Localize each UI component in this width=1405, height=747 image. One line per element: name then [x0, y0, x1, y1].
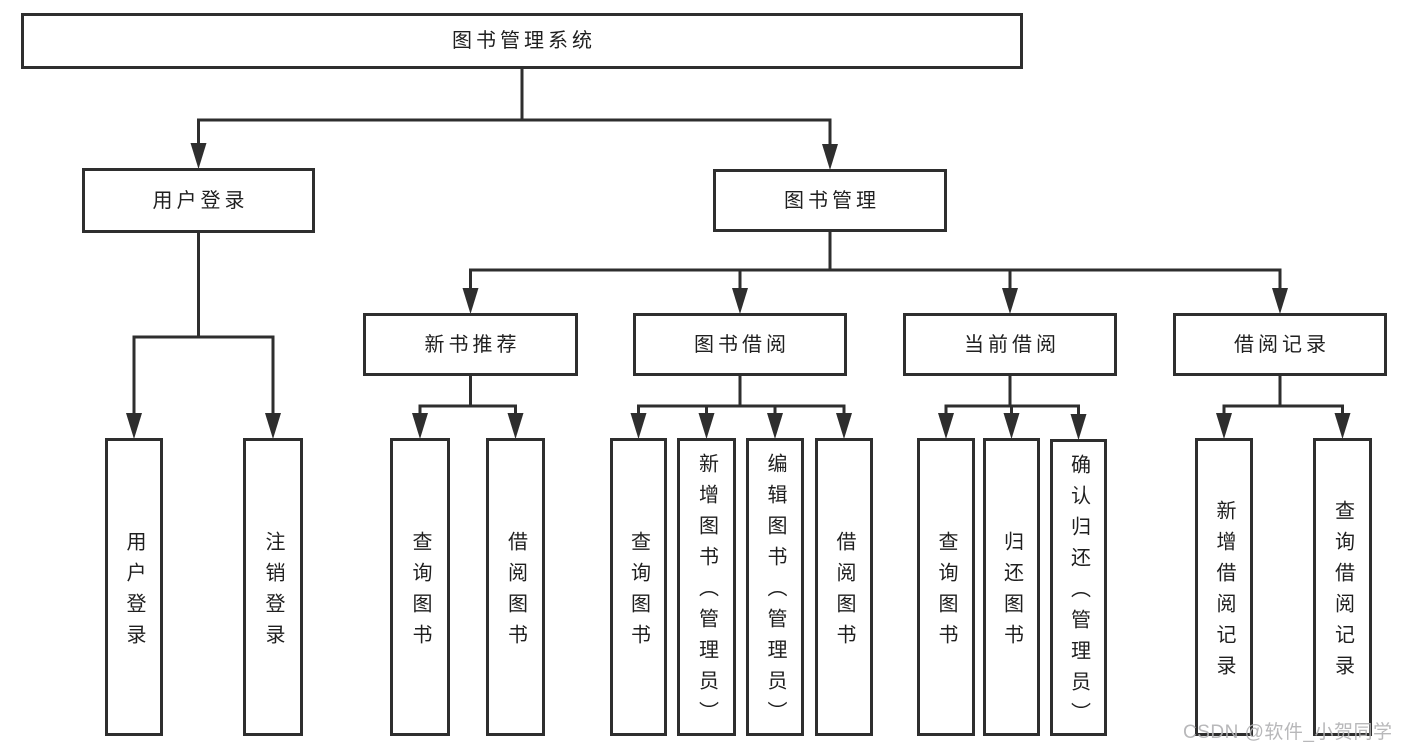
node-label: 用户登录	[152, 189, 249, 212]
node-query-books-3: 查询图书	[917, 438, 975, 736]
node-query-books-2: 查询图书	[610, 438, 667, 736]
node-query-books-1: 查询图书	[390, 438, 450, 736]
node-label: 借阅记录	[1234, 333, 1330, 356]
node-label: 新增借阅记录	[1213, 499, 1235, 686]
node-book-borrowing: 图书借阅	[633, 313, 847, 376]
node-user-login: 用户登录	[82, 168, 315, 233]
node-borrowing-records: 借阅记录	[1173, 313, 1387, 376]
node-borrow-books-2: 借阅图书	[815, 438, 873, 736]
node-book-management: 图书管理	[713, 169, 947, 232]
node-confirm-return-admin: 确认归还（管理员）	[1050, 439, 1107, 736]
arrowhead-down-icon	[1216, 413, 1232, 439]
node-label: 用户登录	[123, 530, 145, 655]
node-edit-books-admin: 编辑图书（管理员）	[746, 438, 804, 736]
node-label: 当前借阅	[964, 333, 1060, 356]
node-library-management-system: 图书管理系统	[21, 13, 1023, 69]
arrowhead-down-icon	[938, 413, 954, 439]
node-label: 查询图书	[935, 530, 957, 655]
node-label: 确认归还（管理员）	[1067, 453, 1090, 733]
arrowhead-down-icon	[462, 288, 479, 314]
csdn-watermark: CSDN @软件_小贺同学	[1183, 722, 1393, 743]
node-add-borrow-record: 新增借阅记录	[1195, 438, 1253, 736]
node-new-book-recommendation: 新书推荐	[363, 313, 578, 376]
node-label: 注销登录	[262, 530, 284, 655]
node-label: 新书推荐	[424, 333, 521, 356]
arrowhead-down-icon	[507, 413, 524, 439]
node-return-books: 归还图书	[983, 438, 1040, 736]
node-logout: 注销登录	[243, 438, 303, 736]
arrowhead-down-icon	[630, 413, 647, 439]
node-current-borrowing: 当前借阅	[903, 313, 1117, 376]
arrowhead-down-icon	[412, 413, 428, 439]
node-user-login-leaf: 用户登录	[105, 438, 163, 736]
arrowhead-down-icon	[1070, 414, 1087, 440]
node-label: 图书管理系统	[452, 30, 596, 52]
node-label: 图书管理	[784, 189, 880, 212]
node-query-borrow-record: 查询借阅记录	[1313, 438, 1372, 736]
node-label: 图书借阅	[694, 333, 790, 356]
arrowhead-down-icon	[836, 413, 852, 439]
node-borrow-books-1: 借阅图书	[486, 438, 545, 736]
arrowhead-down-icon	[126, 413, 142, 439]
arrowhead-down-icon	[190, 143, 207, 169]
arrowhead-down-icon	[1334, 413, 1351, 439]
node-add-books-admin: 新增图书（管理员）	[677, 438, 736, 736]
arrowhead-down-icon	[767, 413, 783, 439]
node-label: 查询图书	[627, 530, 650, 655]
node-label: 归还图书	[1000, 530, 1023, 655]
arrowhead-down-icon	[1272, 288, 1288, 314]
arrowhead-down-icon	[1003, 413, 1020, 439]
node-label: 新增图书（管理员）	[695, 453, 718, 732]
node-label: 编辑图书（管理员）	[764, 453, 786, 732]
node-label: 查询图书	[409, 530, 431, 655]
arrowhead-down-icon	[732, 288, 748, 314]
node-label: 查询借阅记录	[1331, 499, 1354, 686]
arrowhead-down-icon	[698, 413, 715, 439]
arrowhead-down-icon	[1002, 288, 1018, 314]
node-label: 借阅图书	[504, 530, 527, 655]
arrowhead-down-icon	[822, 144, 838, 170]
node-label: 借阅图书	[833, 530, 855, 655]
arrowhead-down-icon	[265, 413, 281, 439]
